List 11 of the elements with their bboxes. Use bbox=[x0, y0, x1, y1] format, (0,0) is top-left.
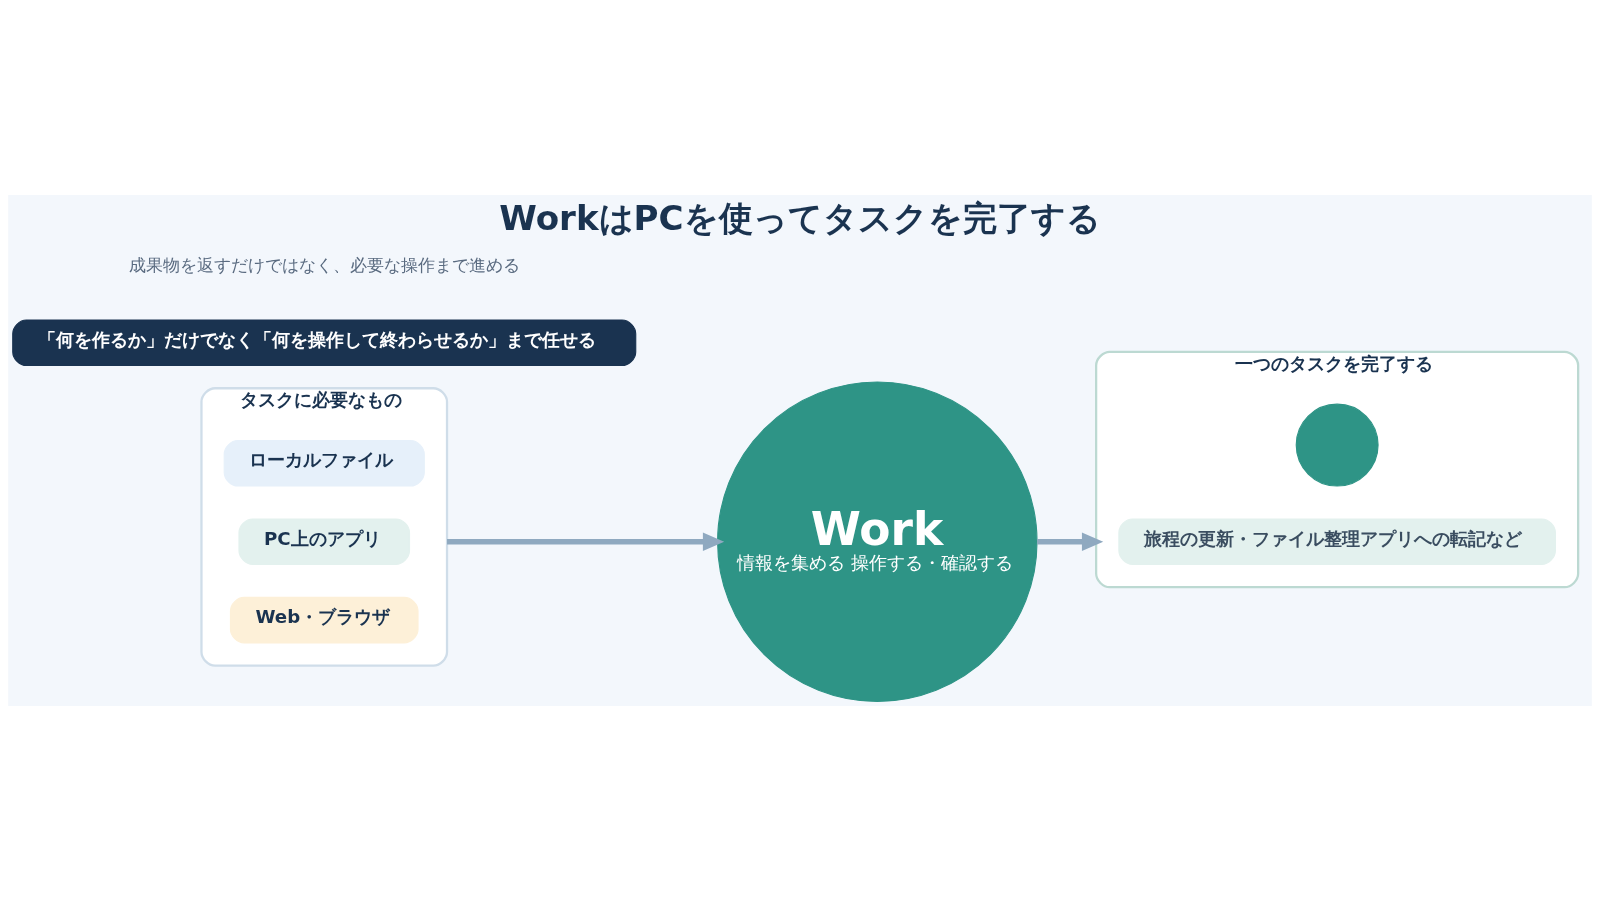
node-box: 旅程の更新・ファイル整理アプリへの転記など bbox=[1118, 517, 1556, 565]
arrow bbox=[447, 531, 725, 551]
node-box: PC上のアプリ bbox=[238, 517, 411, 565]
node-circle: Work 情報を集める 操作する・確認する bbox=[717, 380, 1038, 702]
diagram-title: WorkはPCを使ってタスクを完了する bbox=[499, 197, 1101, 238]
node-box: 「何を作るか」だけでなく「何を操作して終わらせるか」まで任せる bbox=[12, 319, 637, 366]
arrow bbox=[1037, 531, 1104, 551]
node-box: ローカルファイル bbox=[223, 439, 425, 487]
node-circle bbox=[1295, 403, 1379, 487]
node-box: Web・ブラウザ bbox=[229, 596, 419, 643]
label: 成果物を返すだけではなく、必要な操作まで進める bbox=[128, 254, 520, 275]
